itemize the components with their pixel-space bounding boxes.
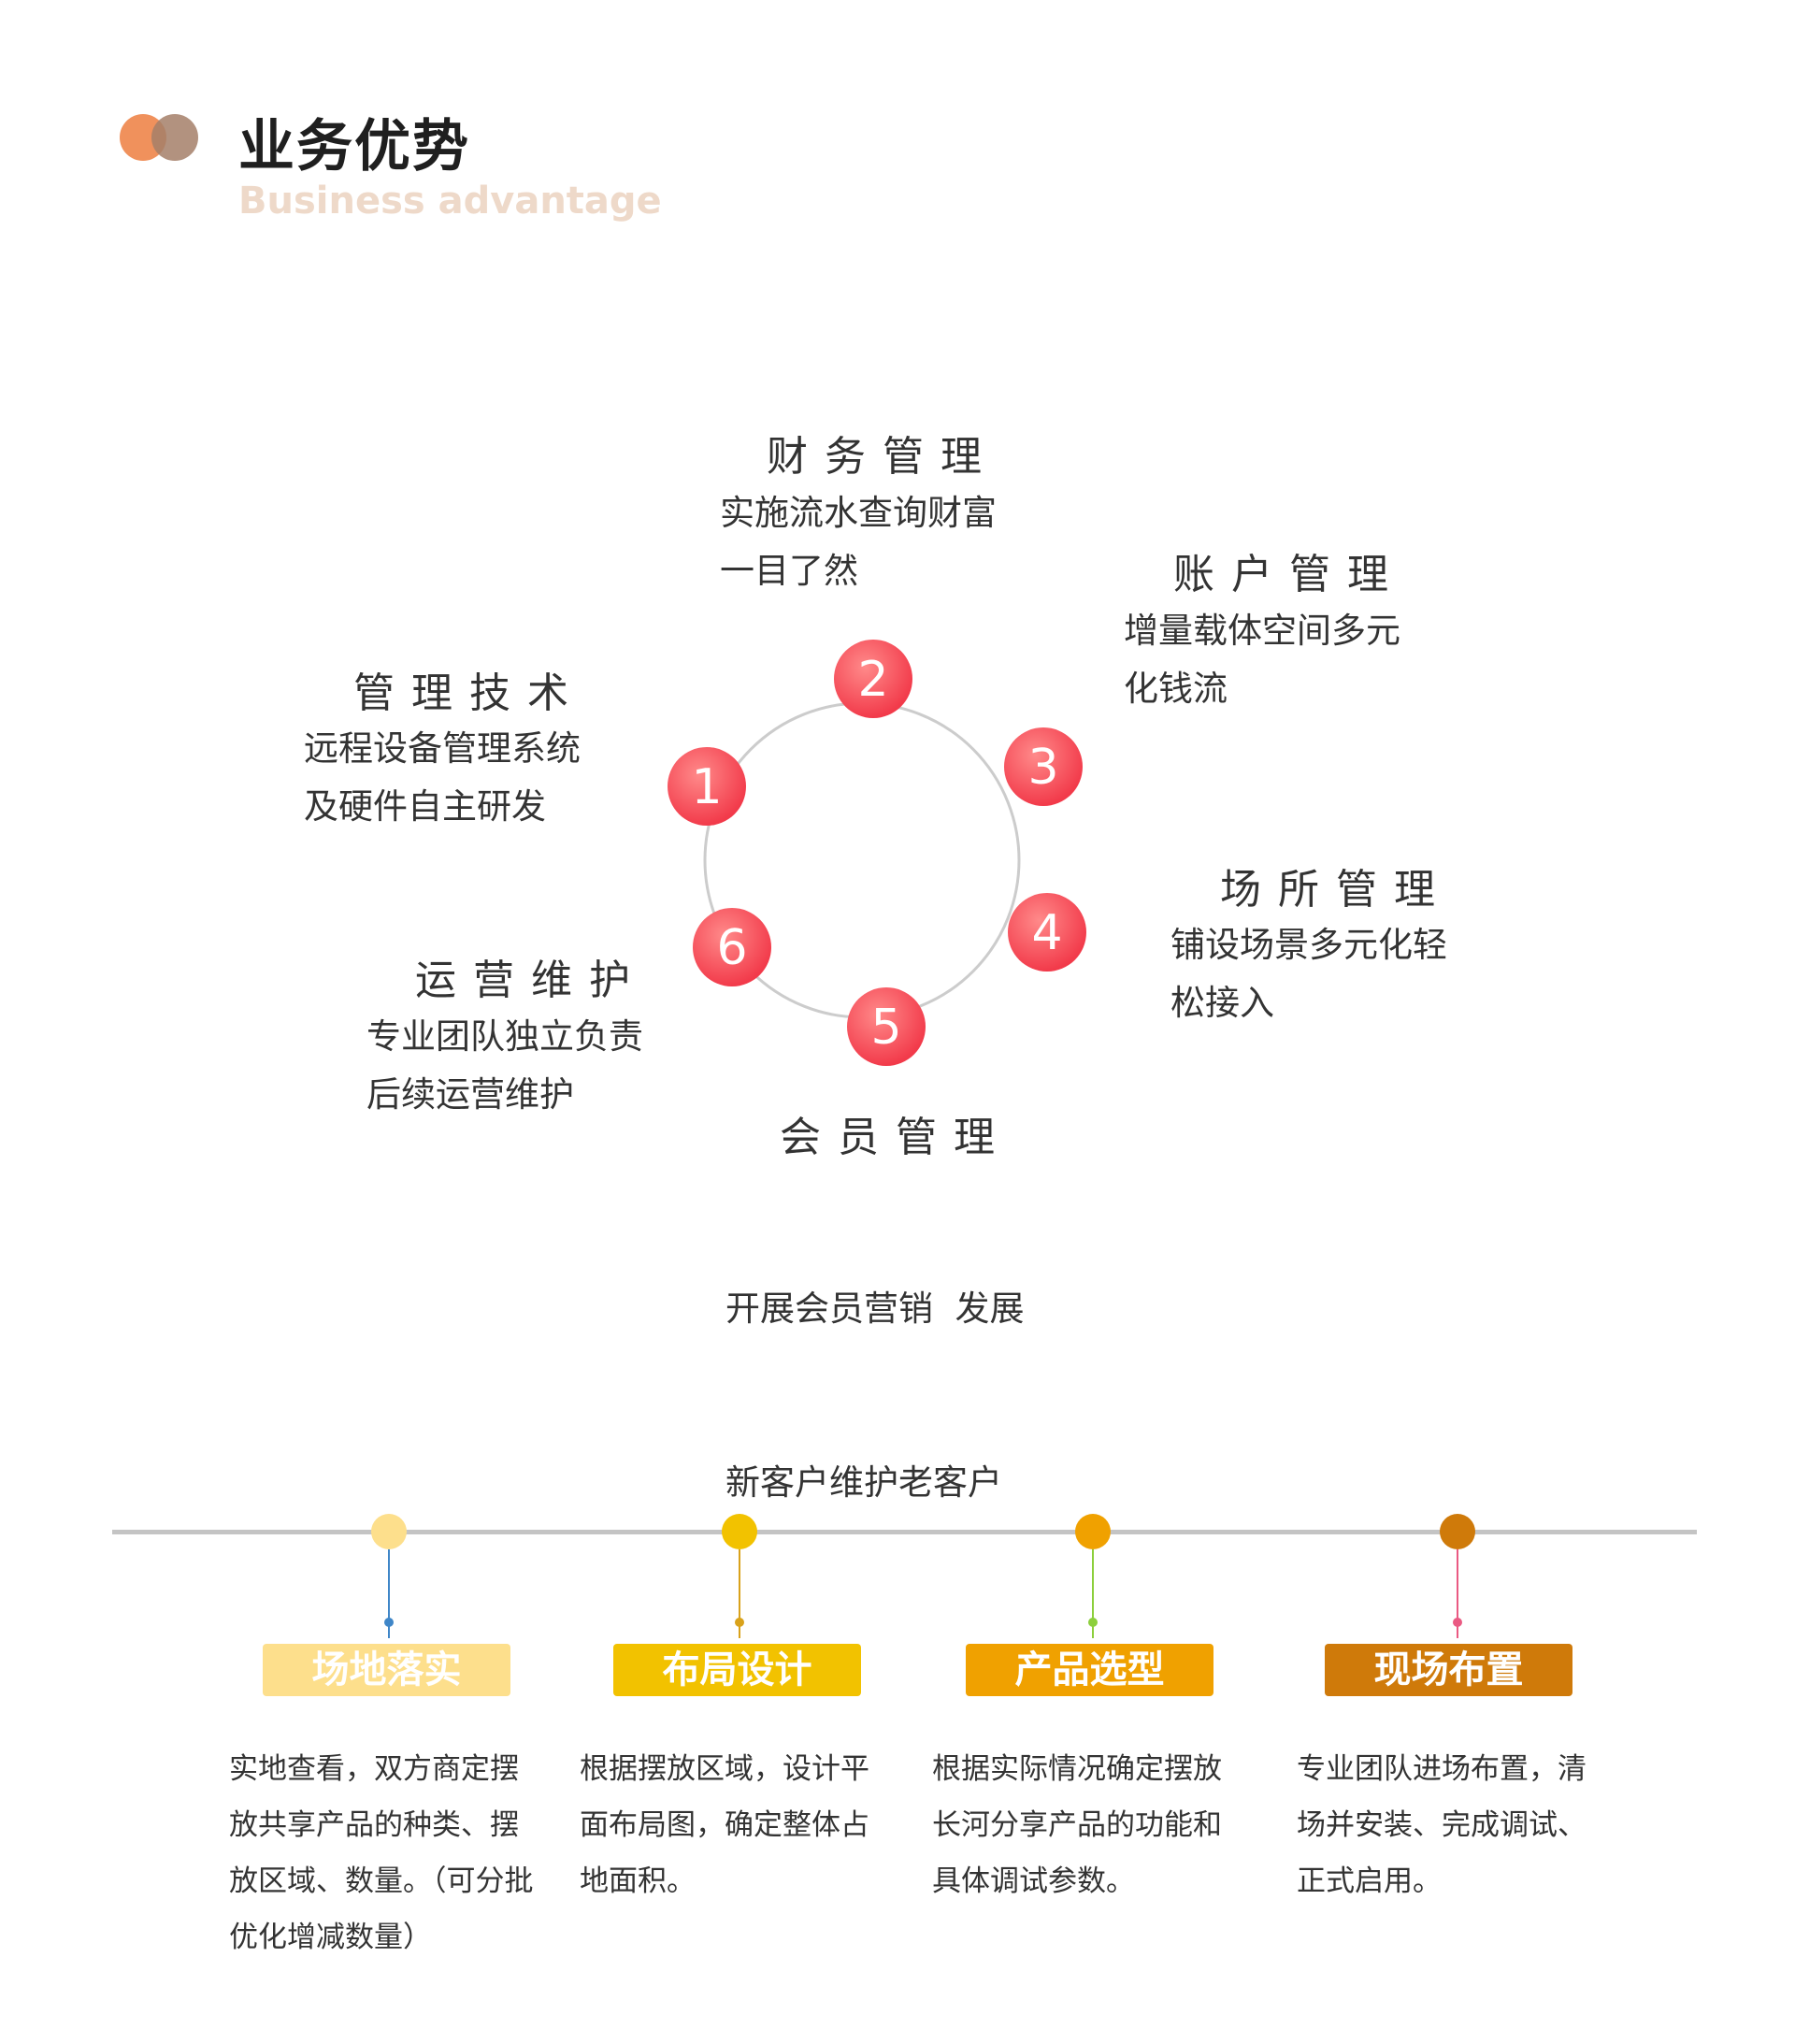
node-3-desc: 增量载体空间多元 化钱流 [1124,602,1400,718]
node-1-title: 管理技术 [353,669,585,717]
step-4-stem-end [1453,1618,1462,1627]
node-4-number: 4 [1031,905,1062,961]
node-1-circle [668,747,746,826]
step-4-dot [1440,1514,1475,1549]
node-2-desc: 实施流水查询财富 一目了然 [720,484,997,600]
node-1-number: 1 [691,759,722,815]
node-3-number: 3 [1027,740,1058,796]
step-3-label: 产品选型 [966,1644,1213,1696]
header-logo [120,112,200,163]
node-4-circle [1008,893,1086,972]
step-2-dot [722,1514,757,1549]
step-2-stem-end [735,1618,744,1627]
logo-circle-brown [151,114,198,161]
step-1-label: 场地落实 [263,1644,510,1696]
node-1-desc: 远程设备管理系统 及硬件自主研发 [304,720,581,836]
node-6-desc: 专业团队独立负责 后续运营维护 [366,1008,643,1124]
timeline-line [112,1530,1697,1534]
node-5-circle [847,987,926,1066]
node-6-desc-line: 后续运营维护 [366,1074,574,1115]
node-4-desc-line: 松接入 [1170,983,1274,1023]
node-5-title: 会员管理 [780,1114,1012,1161]
node-1-desc-line: 及硬件自主研发 [304,786,546,827]
node-2-title: 财务管理 [767,433,998,481]
step-2-label: 布局设计 [613,1644,861,1696]
step-1-desc: 实地查看，双方商定摆放共享产品的种类、摆放区域、数量。（可分批优化增减数量） [229,1752,534,1954]
step-2-desc: 根据摆放区域，设计平面布局图，确定整体占地面积。 [580,1752,869,1898]
node-3-title: 账户管理 [1173,551,1405,598]
node-6-title: 运营维护 [415,957,647,1004]
node-6-desc-line: 专业团队独立负责 [366,1016,643,1057]
node-4-title: 场所管理 [1220,866,1452,914]
node-3-circle [1004,727,1083,806]
node-4-desc-line: 铺设场景多元化轻 [1170,925,1447,965]
node-2-desc-line: 一目了然 [720,551,858,591]
step-1-stem [388,1549,390,1638]
page-title: 业务优势 [238,114,470,180]
step-1-stem-end [384,1618,394,1627]
advantage-cycle-diagram: 1 2 3 4 5 6 [668,640,1086,1066]
step-4-stem [1457,1549,1458,1638]
step-4-label: 现场布置 [1325,1644,1572,1696]
node-6-circle [693,908,771,986]
step-1-dot [371,1514,407,1549]
node-5-number: 5 [870,1000,901,1056]
step-3-dot [1075,1514,1111,1549]
node-3-desc-line: 增量载体空间多元 [1124,611,1400,651]
step-4-desc: 专业团队进场布置，清场并安装、完成调试、正式启用。 [1297,1752,1587,1898]
node-5-desc-line: 新客户维护老客户 [725,1462,1002,1503]
step-3-desc: 根据实际情况确定摆放长河分享产品的功能和具体调试参数。 [932,1752,1222,1898]
step-3-stem [1092,1549,1094,1638]
step-3-stem-end [1088,1618,1098,1627]
node-6-number: 6 [716,920,747,976]
node-2-circle [834,640,912,718]
node-5-desc-line: 开展会员营销 发展 [725,1288,1025,1329]
node-1-desc-line: 远程设备管理系统 [304,728,581,769]
node-5-desc: 开展会员营销 发展 新客户维护老客户 [725,1164,1025,1570]
node-2-number: 2 [857,652,888,708]
page-subtitle: Business advantage [238,180,662,223]
node-4-desc: 铺设场景多元化轻 松接入 [1170,916,1447,1032]
node-3-desc-line: 化钱流 [1124,669,1228,709]
step-2-stem [739,1549,740,1638]
node-2-desc-line: 实施流水查询财富 [720,493,997,533]
